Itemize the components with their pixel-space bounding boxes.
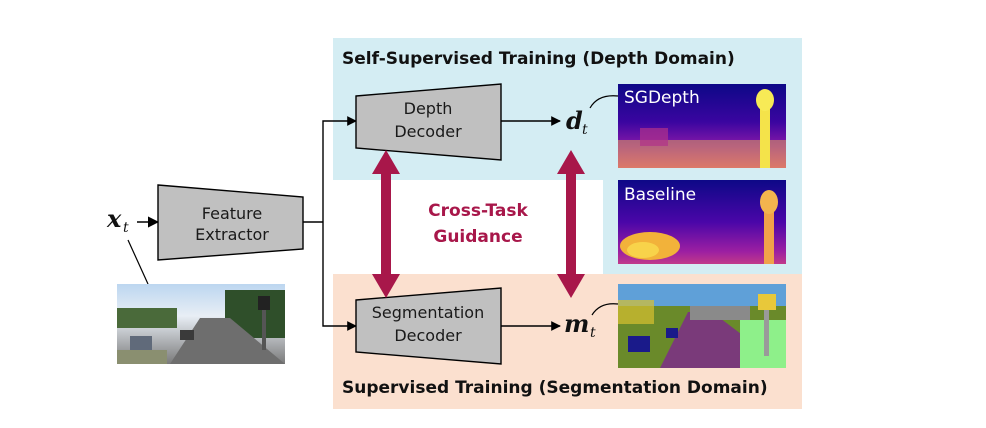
guidance-label-line1: Cross-Task — [428, 201, 528, 221]
input-variable-subscript: t — [123, 220, 129, 236]
segmentation-decoder-label-line2: Decoder — [394, 326, 462, 345]
depth-decoder-label-line2: Decoder — [394, 122, 462, 141]
depth-output-connector — [589, 95, 619, 109]
depth-panel-cutout — [333, 180, 603, 274]
guidance-arrow-left — [372, 150, 400, 298]
baseline-depth-map — [618, 180, 786, 264]
sgdepth-label: SGDepth — [624, 88, 700, 108]
segmentation-decoder-block — [355, 287, 502, 365]
depth-decoder-label-line1: Depth — [404, 99, 453, 118]
feature-extractor-label-line1: Feature — [202, 204, 262, 223]
input-variable: x — [106, 204, 122, 233]
depth-decoder-block — [355, 83, 502, 161]
depth-panel-title: Self-Supervised Training (Depth Domain) — [342, 49, 735, 69]
to-segmentation-decoder-arrow — [322, 222, 357, 331]
segmentation-output-connector — [591, 303, 619, 316]
depth-output-subscript: t — [582, 122, 588, 138]
input-rgb-image — [117, 284, 285, 364]
segmentation-panel-title: Supervised Training (Segmentation Domain… — [342, 378, 768, 398]
segmentation-map — [618, 284, 786, 368]
segmentation-decoder-label-line1: Segmentation — [372, 303, 484, 322]
sgdepth-depth-map — [618, 84, 786, 168]
segmentation-output-subscript: t — [590, 325, 596, 341]
guidance-label-line2: Guidance — [433, 227, 522, 247]
baseline-label: Baseline — [624, 185, 696, 205]
depth-output-variable: d — [566, 106, 583, 135]
input-image-connector — [127, 239, 149, 285]
feature-extractor-block — [157, 184, 304, 261]
feature-extractor-label-line2: Extractor — [195, 225, 269, 244]
guidance-arrow-right — [557, 150, 585, 298]
to-depth-decoder-arrow — [322, 116, 357, 222]
segmentation-output-variable: m — [564, 309, 589, 338]
